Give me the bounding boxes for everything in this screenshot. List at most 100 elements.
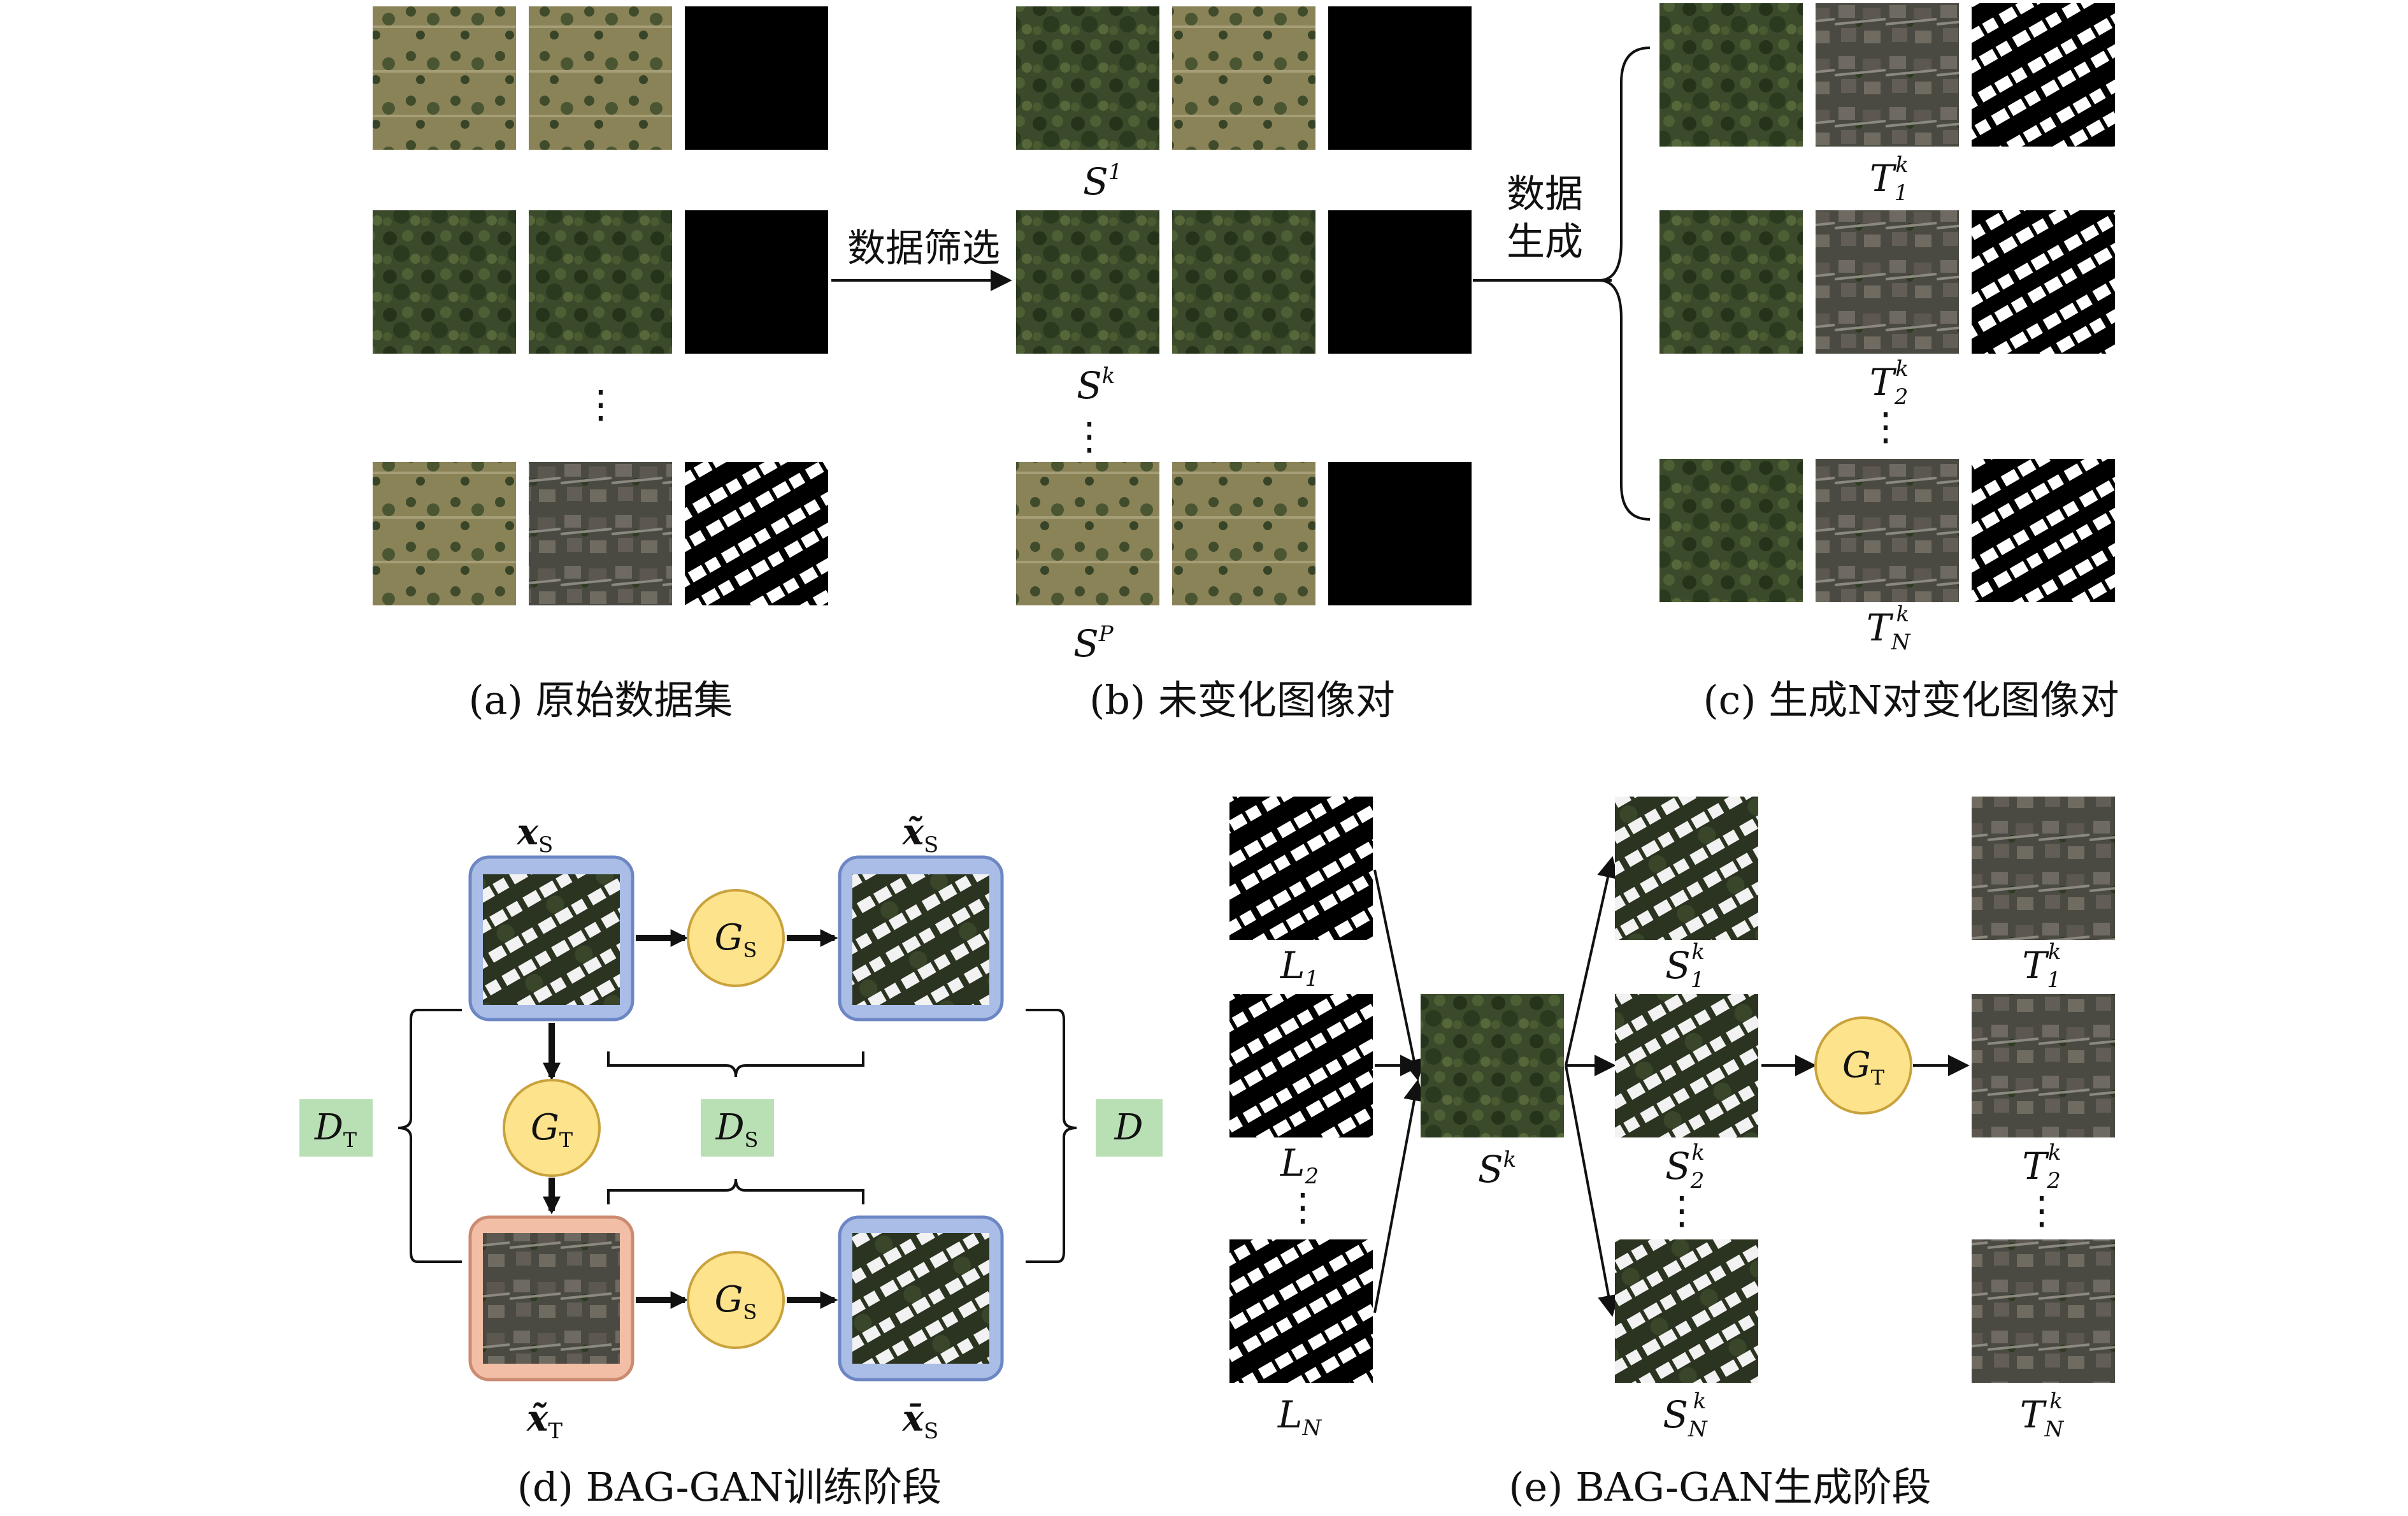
filter-label: 数据筛选 — [847, 226, 1000, 271]
label-gt: GT — [531, 1107, 573, 1152]
generate-label-1: 数据 — [1507, 172, 1583, 217]
aerial-image — [1172, 6, 1315, 150]
aerial-image — [1816, 459, 1959, 602]
generator-gs-node — [687, 1251, 785, 1349]
discriminator-d-box — [1096, 1099, 1163, 1157]
label-sp: SP — [1073, 621, 1114, 665]
output-t2 — [1972, 994, 2115, 1137]
mask-image — [1328, 462, 1472, 605]
aerial-image — [373, 210, 516, 354]
aerial-image — [1172, 210, 1315, 354]
label-t1k: T1k — [2023, 939, 2061, 993]
ellipsis: ⋮ — [1663, 1188, 1701, 1233]
aerial-image — [529, 210, 672, 354]
label-d: D — [1114, 1107, 1143, 1148]
mask-ln — [1229, 1239, 1373, 1383]
aerial-image — [373, 6, 516, 150]
label-t1: T1k — [1870, 152, 1909, 206]
ellipsis: ⋮ — [582, 382, 620, 427]
mask-image — [1328, 210, 1472, 354]
label-ln: LN — [1277, 1393, 1322, 1441]
generator-gt-node — [1814, 1016, 1912, 1115]
synthetic-image — [852, 874, 989, 1005]
arrow — [1565, 856, 1619, 1066]
label-gs: GS — [715, 917, 757, 962]
label-s1: S1 — [1083, 159, 1122, 203]
discriminator-ds-box — [701, 1099, 774, 1157]
label-dt: DT — [314, 1107, 357, 1152]
ellipsis: ⋮ — [1867, 405, 1905, 449]
panel-a: ⋮ (a) 原始数据集 — [373, 6, 828, 723]
aerial-image — [1816, 3, 1959, 147]
caption-e: (e) BAG-GAN生成阶段 — [1509, 1464, 1931, 1510]
label-tn: TNk — [1867, 602, 1911, 655]
aerial-image — [529, 462, 672, 605]
synthetic-image — [483, 1233, 620, 1364]
synthetic-s2 — [1615, 994, 1758, 1137]
caption-d: (d) BAG-GAN训练阶段 — [517, 1464, 942, 1510]
ellipsis: ⋮ — [1284, 1185, 1322, 1230]
arrow — [1373, 869, 1425, 1081]
aerial-image — [373, 462, 516, 605]
mask-l2 — [1229, 994, 1373, 1137]
label-gt: GT — [1842, 1044, 1885, 1090]
arrow — [1565, 1065, 1619, 1317]
panel-d: xS x̃S GS GT GS x̃T x̄S — [299, 811, 1163, 1510]
label-t2k: T2k — [2023, 1140, 2061, 1194]
mask-image — [685, 210, 828, 354]
caption-c: (c) 生成N对变化图像对 — [1703, 677, 2119, 723]
generator-gt-node — [503, 1079, 601, 1177]
aerial-image — [1659, 3, 1803, 147]
synthetic-sn — [1615, 1239, 1758, 1383]
mask-image — [1328, 6, 1472, 150]
label-l2: L2 — [1280, 1141, 1319, 1189]
mask-image — [1972, 459, 2115, 602]
label-gs: GS — [715, 1279, 757, 1324]
d-brace — [1026, 1009, 1077, 1263]
aerial-image — [1172, 462, 1315, 605]
synthetic-image — [852, 1233, 989, 1364]
aerial-sk — [1421, 994, 1564, 1137]
label-ds: DS — [715, 1107, 759, 1152]
panel-b: S1 Sk ⋮ SP (b) 未变化图像对 — [1016, 6, 1472, 723]
generate-label-2: 生成 — [1507, 220, 1583, 264]
caption-b: (b) 未变化图像对 — [1089, 677, 1395, 723]
mask-l1 — [1229, 797, 1373, 940]
label-sk: Sk — [1478, 1147, 1516, 1191]
aerial-image — [529, 6, 672, 150]
panel-e: L1 L2 ⋮ LN Sk S1k S2k ⋮ SNk GT T1k — [1229, 797, 2115, 1510]
ds-brace-bottom — [607, 1178, 864, 1204]
generator-gs-node — [687, 889, 785, 987]
aerial-image — [1659, 210, 1803, 354]
ds-brace-top — [607, 1051, 864, 1078]
aerial-image — [1016, 6, 1159, 150]
output-tn — [1972, 1239, 2115, 1383]
dt-brace — [398, 1009, 462, 1263]
label-xs-bar: x̄S — [902, 1397, 939, 1444]
label-xs-tilde: x̃S — [902, 811, 939, 858]
caption-a: (a) 原始数据集 — [468, 677, 733, 723]
mask-image — [1972, 210, 2115, 354]
label-t2: T2k — [1870, 356, 1909, 410]
mask-image — [483, 874, 620, 1005]
aerial-image — [1816, 210, 1959, 354]
arrow — [1373, 1079, 1425, 1313]
ellipsis: ⋮ — [2023, 1188, 2061, 1233]
aerial-image — [1016, 462, 1159, 605]
label-s2k: S2k — [1665, 1140, 1705, 1194]
label-xt-tilde: x̃T — [526, 1397, 563, 1444]
generate-brace — [1598, 47, 1651, 521]
label-snk: SNk — [1663, 1389, 1708, 1442]
aerial-image — [1016, 210, 1159, 354]
mask-image — [685, 6, 828, 150]
output-t1 — [1972, 797, 2115, 940]
mask-image — [1972, 3, 2115, 147]
label-l1: L1 — [1280, 944, 1319, 992]
panel-c: T1k T2k ⋮ TNk (c) 生成N对变化图像对 — [1659, 3, 2119, 723]
synthetic-s1 — [1615, 797, 1758, 940]
mask-image — [685, 462, 828, 605]
label-tnk: TNk — [2020, 1389, 2065, 1442]
label-s1k: S1k — [1665, 939, 1705, 993]
